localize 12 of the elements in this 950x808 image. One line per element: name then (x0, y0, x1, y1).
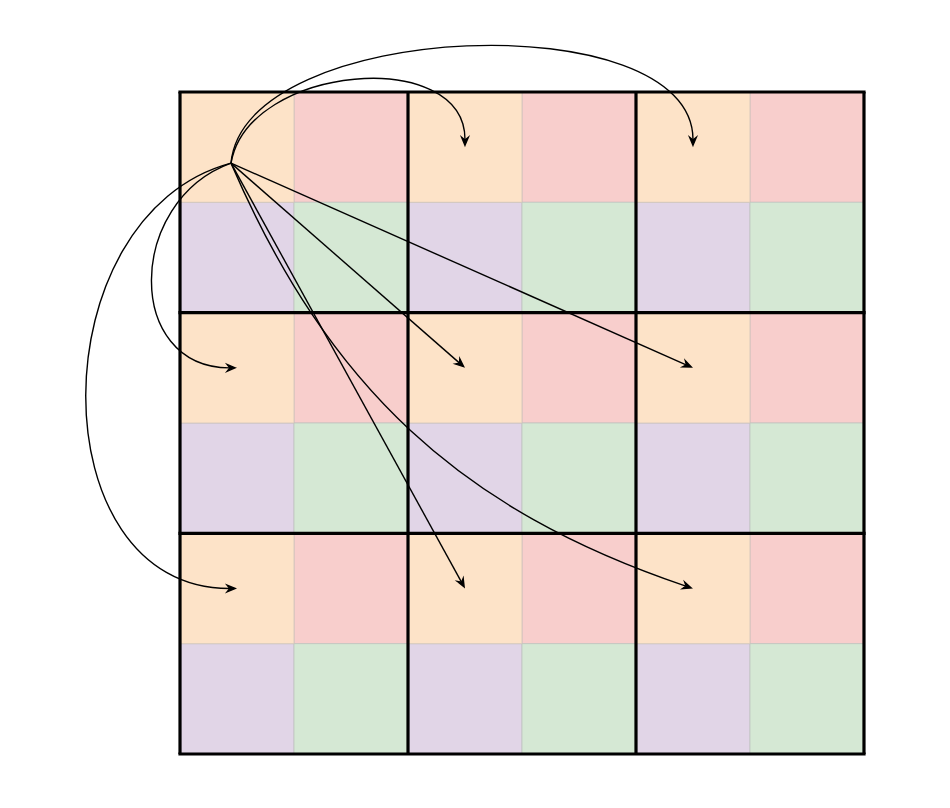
grid-cell (635, 532, 751, 645)
grid-cell (179, 532, 295, 645)
grid-cell (407, 312, 523, 424)
arrow (230, 162, 465, 368)
arrow (230, 77, 471, 164)
grid-cell (635, 312, 751, 424)
grid-cell (407, 91, 523, 203)
grid-cell (179, 312, 295, 424)
grid-cell (407, 532, 523, 645)
arrow (230, 162, 693, 368)
grid-cell (635, 91, 751, 203)
arrow (230, 45, 699, 164)
